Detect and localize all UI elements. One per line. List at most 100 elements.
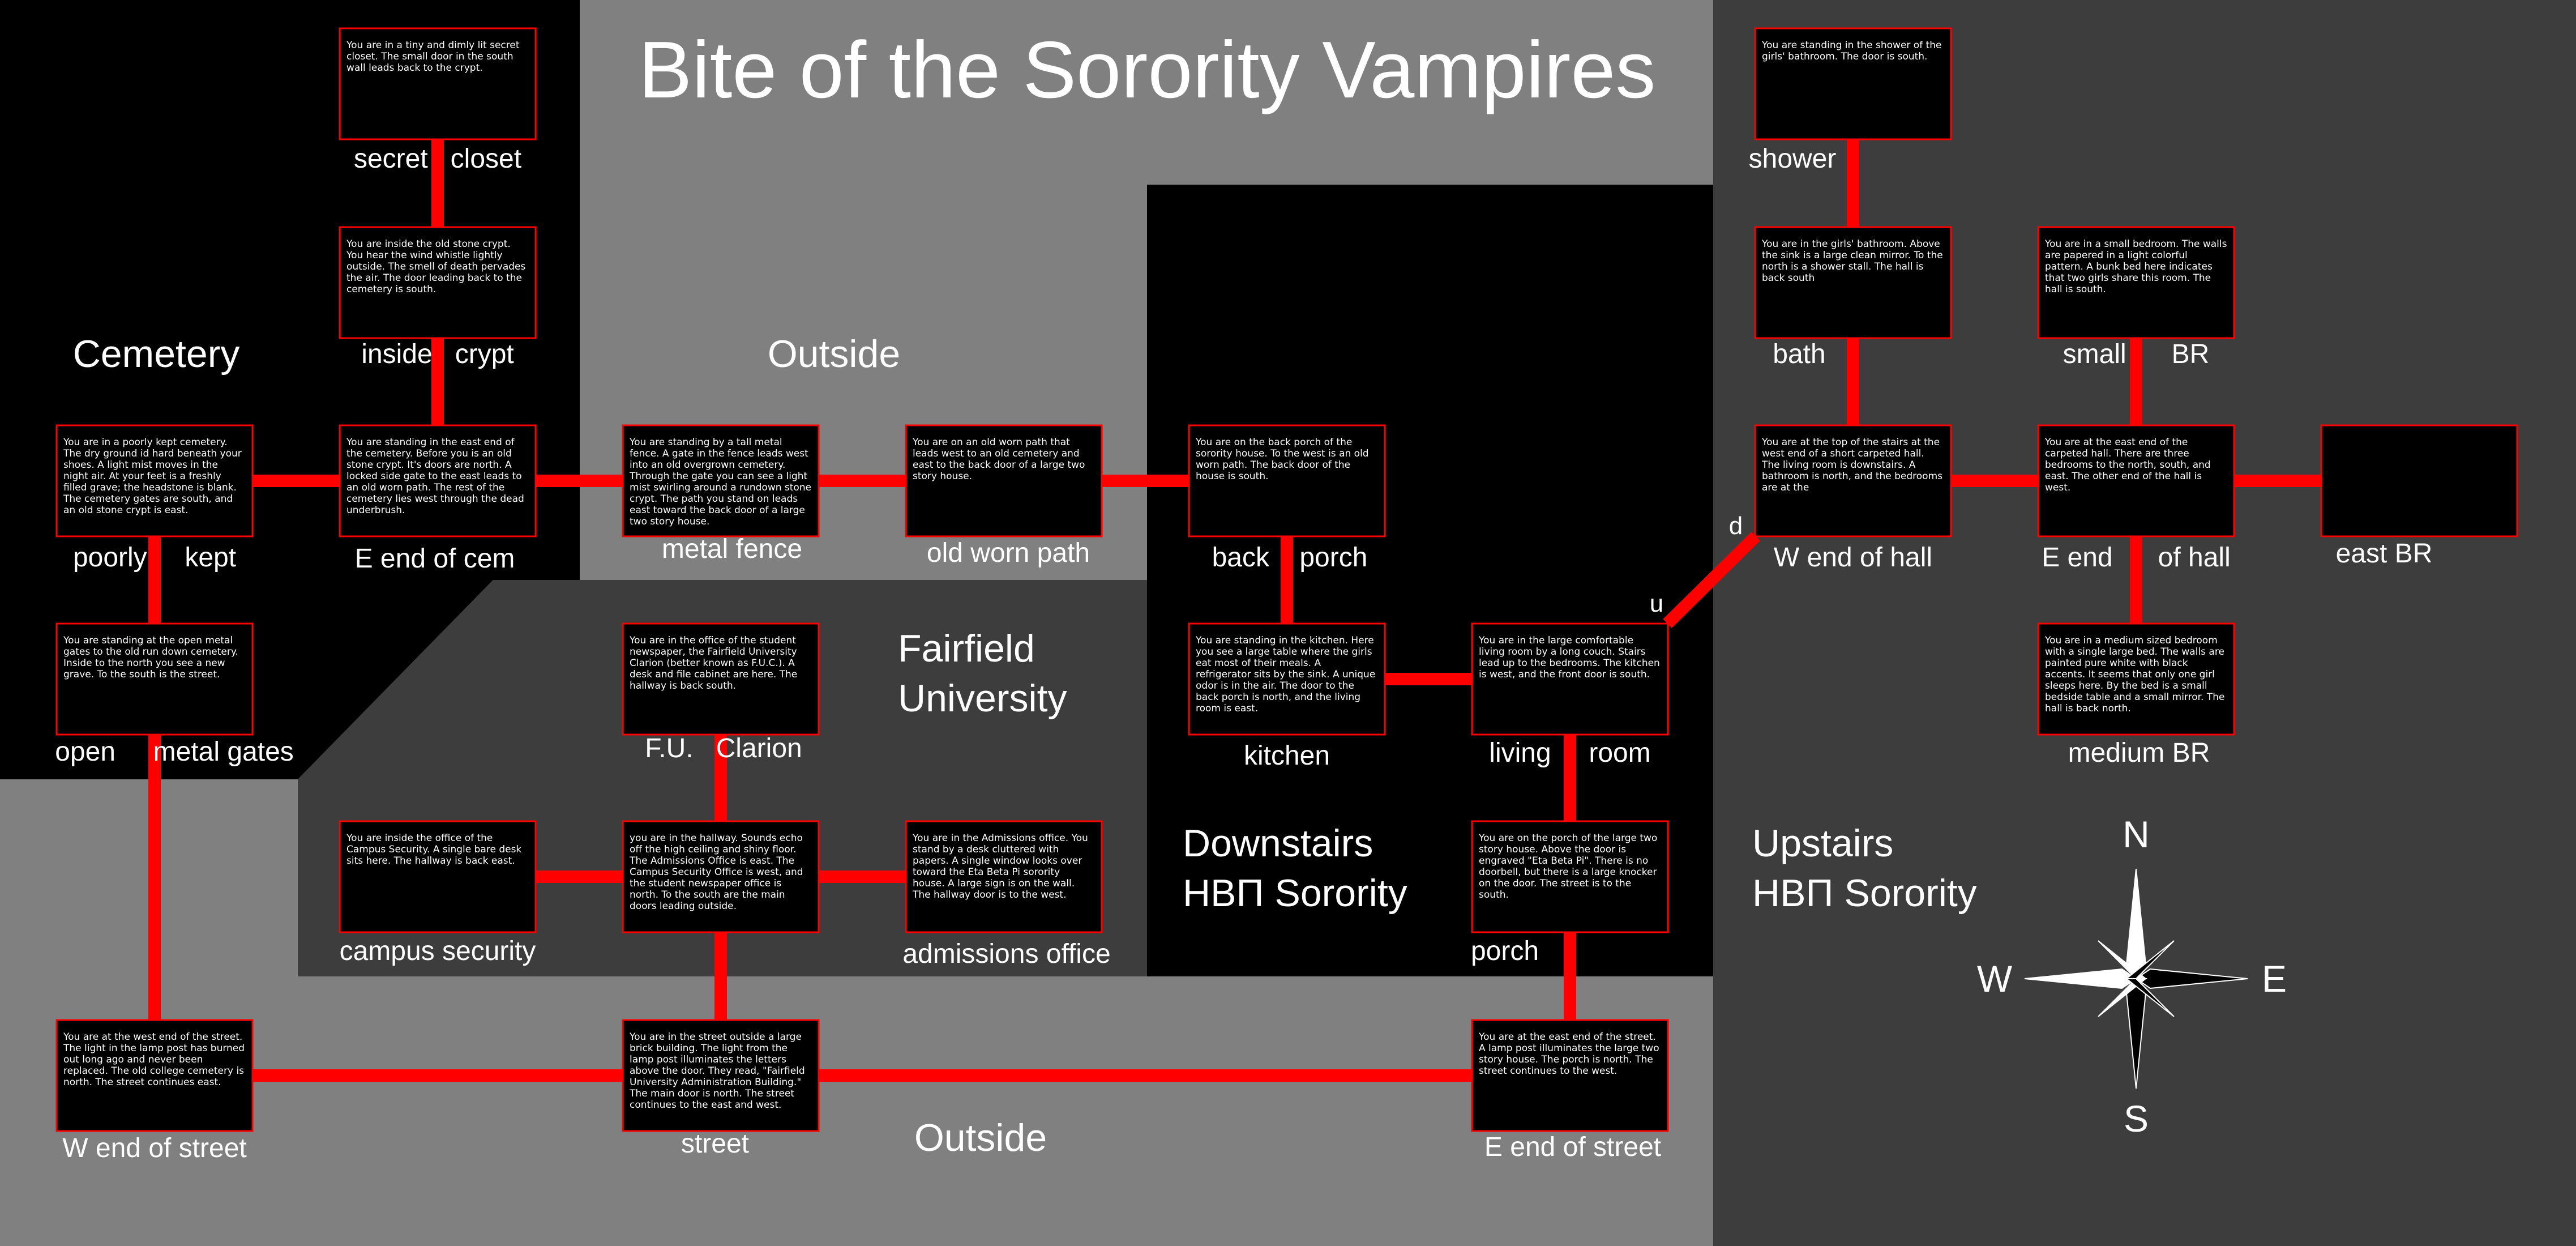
compass-rose: N S E W [1977, 813, 2287, 1140]
room-text-frame: You are on an old worn path that leads w… [913, 437, 1085, 482]
compass-needle-se [2125, 978, 2175, 1017]
room-box [1754, 27, 1952, 140]
region-label-line: ΗΒΠ Sorority [1183, 872, 1407, 915]
room-description: You are standing in the shower of the gi… [1762, 40, 1942, 62]
room-description: You are at the top of the stairs at the … [1762, 437, 1942, 493]
room-text-frame: You are standing in the kitchen. Here yo… [1196, 635, 1376, 714]
room-label: old worn path [927, 538, 1090, 568]
region-label-outside-top: Outside [768, 332, 900, 375]
room-box [2037, 424, 2235, 537]
room-text-frame: You are standing in the east end of the … [346, 437, 524, 516]
room-label: kitchen [1244, 741, 1330, 771]
connector-stairs [1663, 532, 1760, 628]
room-text-frame: You are in the street outside a large br… [630, 1031, 805, 1111]
room-description: You are in a poorly kept cemetery. The d… [63, 437, 242, 516]
room-text-frame: You are inside the office of the Campus … [346, 833, 522, 867]
room-label: poorly kept [73, 543, 236, 573]
map-title: Bite of the Sorority Vampires [639, 25, 1656, 115]
room-description: You are in the girls' bathroom. Above th… [1762, 238, 1943, 284]
room-box [55, 622, 254, 736]
room-description: You are at the east end of the carpeted … [2045, 437, 2211, 493]
room-description: You are in the office of the student new… [630, 635, 798, 692]
room-box [1471, 1019, 1669, 1132]
room-label: E end of hall [2042, 543, 2231, 573]
room-text-frame: You are in the large comfortable living … [1479, 635, 1660, 680]
room-text-frame: You are at the east end of the street. A… [1479, 1031, 1659, 1077]
room-poorly-kept: You are in a poorly kept cemetery. The d… [55, 424, 254, 573]
room-box [622, 820, 820, 933]
room-label: admissions office [902, 939, 1110, 969]
region-label-cemetery: Cemetery [73, 332, 240, 375]
room-description: You are in the Admissions office. You st… [913, 833, 1088, 901]
room-admissions-office: You are in the Admissions office. You st… [902, 820, 1111, 969]
room-box [2037, 622, 2235, 736]
room-description: You are on an old worn path that leads w… [913, 437, 1085, 482]
room-text-frame: You are at the west end of the street. T… [63, 1031, 245, 1088]
compass-label-e: E [2262, 958, 2287, 1000]
room-description: You are standing in the kitchen. Here yo… [1196, 635, 1376, 714]
room-box [339, 820, 537, 933]
room-label: small BR [2063, 339, 2210, 369]
room-text-frame: You are in the Admissions office. You st… [913, 833, 1088, 901]
room-text-frame: You are standing by a tall metal fence. … [630, 437, 812, 527]
room-label: W end of hall [1774, 543, 1932, 573]
room-porch: You are on the porch of the large two st… [1471, 820, 1669, 966]
stair-label-up: u [1650, 590, 1663, 617]
room-text-frame: You are at the top of the stairs at the … [1762, 437, 1942, 493]
stair-label-down: d [1729, 512, 1743, 540]
region-label-line: ΗΒΠ Sorority [1752, 872, 1977, 915]
room-description: You are inside the office of the Campus … [346, 833, 522, 867]
room-description: You are on the porch of the large two st… [1479, 833, 1658, 901]
room-description: You are in a medium sized bedroom with a… [2045, 635, 2225, 714]
room-text-frame: You are at the east end of the carpeted … [2045, 437, 2211, 493]
room-w-end-hall: You are at the top of the stairs at the … [1754, 424, 1952, 573]
room-fu-clarion: You are in the office of the student new… [622, 622, 820, 763]
room-e-end-hall: You are at the east end of the carpeted … [2037, 424, 2235, 573]
room-text-frame: You are inside the old stone crypt. You … [346, 238, 525, 295]
room-text-frame: You are standing in the shower of the gi… [1762, 40, 1942, 62]
room-text-frame: You are standing at the open metal gates… [63, 635, 238, 680]
room-hallway: you are in the hallway. Sounds echo off … [622, 820, 820, 933]
room-box [339, 424, 537, 537]
room-label: campus security [340, 936, 536, 966]
room-kitchen: You are standing in the kitchen. Here yo… [1188, 622, 1386, 771]
room-box [55, 424, 254, 537]
room-label: back porch [1212, 543, 1368, 573]
room-label: secret closet [354, 144, 521, 174]
room-campus-security: You are inside the office of the Campus … [339, 820, 537, 966]
room-description: you are in the hallway. Sounds echo off … [630, 833, 803, 912]
room-e-end-street: You are at the east end of the street. A… [1471, 1019, 1669, 1162]
room-small-br: You are in a small bedroom. The walls ar… [2037, 226, 2235, 369]
room-box [1754, 226, 1952, 339]
room-description: You are at the east end of the street. A… [1479, 1031, 1659, 1077]
room-east-br: east BR [2320, 424, 2518, 569]
region-label-line: Fairfield [898, 627, 1035, 670]
room-description: You are standing by a tall metal fence. … [630, 437, 812, 527]
room-box [1471, 820, 1669, 933]
room-text-frame: You are in a poorly kept cemetery. The d… [63, 437, 242, 516]
compass-label-s: S [2124, 1098, 2149, 1140]
room-box [2320, 424, 2518, 537]
room-description: You are in a small bedroom. The walls ar… [2045, 238, 2227, 295]
room-label: porch [1471, 936, 1539, 966]
room-label: F.U. Clarion [645, 733, 802, 763]
room-label: E end of cem [355, 544, 515, 574]
room-street: You are in the street outside a large br… [622, 1019, 820, 1159]
room-label: medium BR [2068, 738, 2210, 768]
region-label-outside-bottom: Outside [914, 1116, 1047, 1159]
room-description: You are on the back porch of the sororit… [1196, 437, 1369, 482]
room-label: street [681, 1129, 749, 1159]
room-text-frame: You are in a medium sized bedroom with a… [2045, 635, 2225, 714]
room-description: You are in the large comfortable living … [1479, 635, 1660, 680]
room-label: metal fence [662, 534, 802, 564]
room-text-frame: you are in the hallway. Sounds echo off … [630, 833, 803, 912]
room-label: open metal gates [55, 737, 294, 767]
room-box [622, 424, 820, 537]
room-text-frame: You are in the office of the student new… [630, 635, 798, 692]
room-description: You are in a tiny and dimly lit secret c… [346, 40, 520, 74]
room-text-frame: You are in a tiny and dimly lit secret c… [346, 40, 520, 74]
